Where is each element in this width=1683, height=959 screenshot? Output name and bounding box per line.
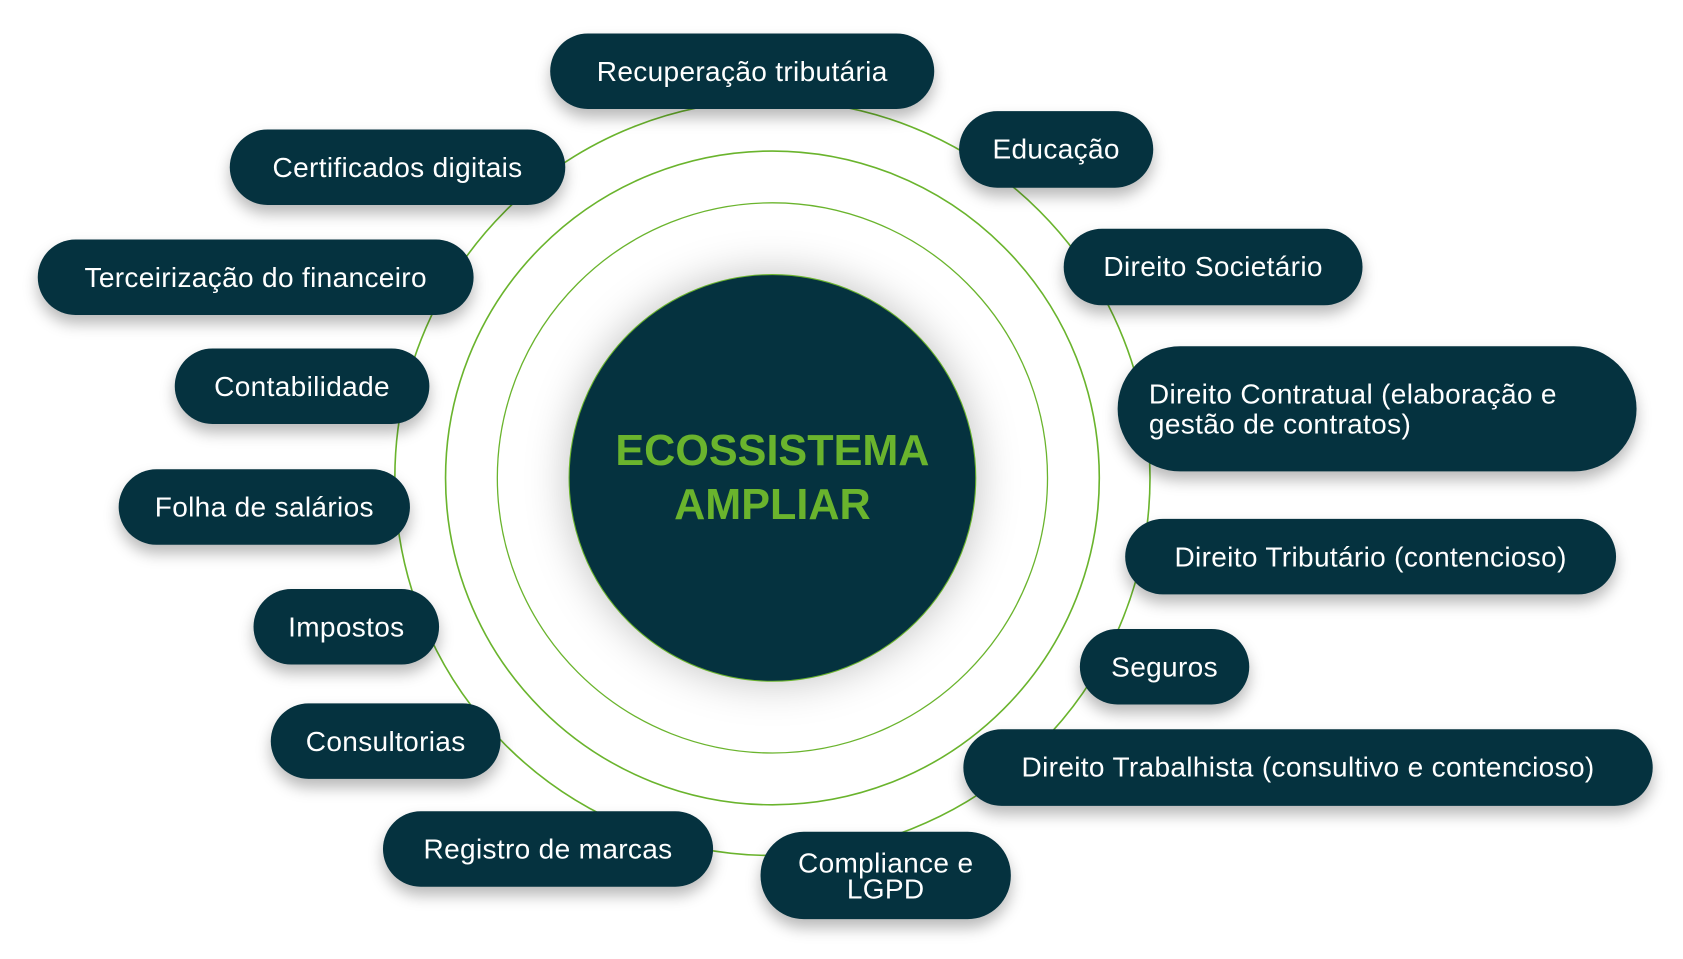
- service-direito-trabalhista: Direito Trabalhista (consultivo e conten…: [963, 729, 1653, 806]
- center-title-line1: ECOSSISTEMA: [615, 427, 930, 475]
- service-folha-de-salarios: Folha de salários: [118, 469, 410, 545]
- service-line: Compliance e: [797, 846, 974, 879]
- service-direito-tributario: Direito Tributário (contencioso): [1125, 518, 1617, 595]
- inner-ring: [496, 202, 1049, 754]
- service-seguros: Seguros: [1079, 628, 1250, 705]
- service-impostos: Impostos: [253, 589, 440, 665]
- service-contabilidade: Contabilidade: [174, 348, 430, 424]
- middle-ring: [444, 150, 1101, 806]
- service-educacao: Educação: [959, 111, 1154, 188]
- service-recuperacao-tributaria: Recuperação tributária: [550, 33, 935, 109]
- service-direito-contratual: Direito Contratual (elaboração e gestão …: [1117, 346, 1637, 472]
- service-consultorias: Consultorias: [270, 703, 501, 779]
- center-circle: ECOSSISTEMA AMPLIAR: [568, 274, 977, 682]
- service-terceirizacao-do-financeiro: Terceirização do financeiro: [37, 239, 474, 316]
- service-line: gestão de contratos): [1148, 407, 1412, 441]
- service-line: LGPD: [846, 872, 925, 905]
- service-certificados-digitais: Certificados digitais: [229, 129, 566, 205]
- service-registro-de-marcas: Registro de marcas: [382, 811, 714, 887]
- center-title-line2: AMPLIAR: [674, 481, 871, 529]
- service-direito-societario: Direito Societário: [1063, 228, 1363, 306]
- service-compliance-lgpd: Compliance e LGPD: [760, 831, 1011, 920]
- service-line: Direito Contratual (elaboração e: [1148, 377, 1557, 410]
